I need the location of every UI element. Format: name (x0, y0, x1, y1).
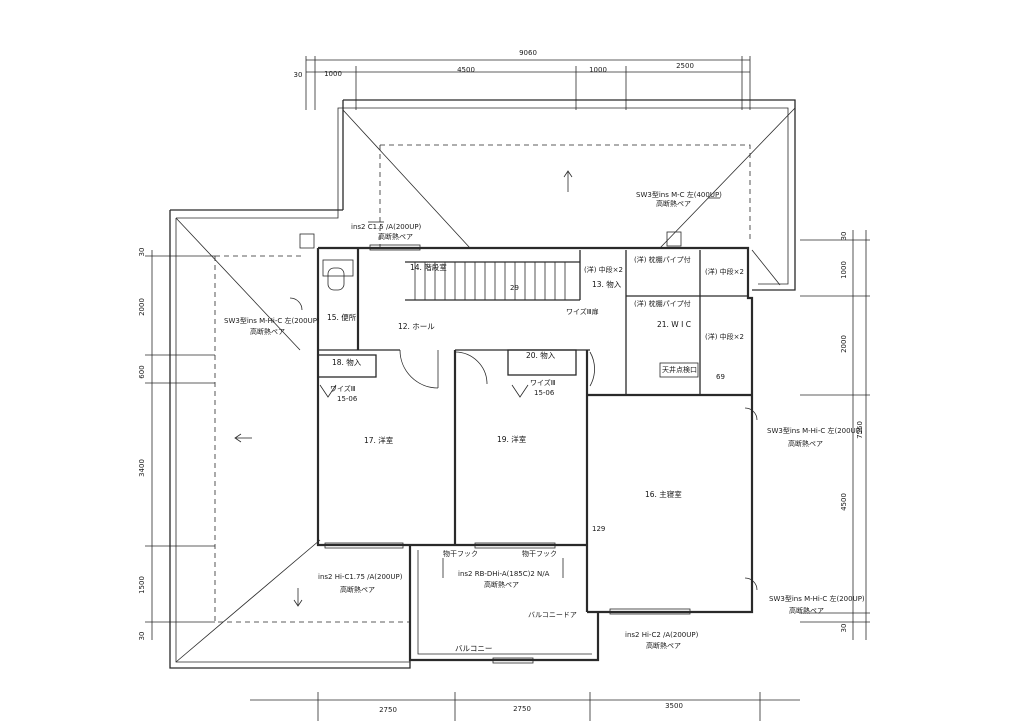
window-bottom-left-sub: 高断熱ペア (340, 585, 375, 594)
dim-top-offset: 30 (294, 71, 303, 79)
wise-door-top: ワイズⅢ扉 (566, 307, 599, 316)
dim-left-6: 30 (138, 632, 146, 641)
window-bottom-mid: ins2 RB-DHi-A(185C)2 N/A (458, 570, 550, 578)
mid-shelf-2: (洋) 中段×2 (705, 267, 744, 276)
room-balcony: バルコニー (455, 644, 492, 653)
dim-right-2: 1000 (840, 261, 848, 279)
dim-top-seg-4: 2500 (676, 62, 694, 70)
wise-door-b-code: 15-06 (534, 389, 555, 397)
roof-arrows (234, 170, 720, 607)
window-right: SW3型ins M-Hi-C 左(200UP) (767, 426, 863, 435)
room-master: 16. 主寝室 (645, 489, 682, 499)
dim-top-total: 9060 (519, 49, 537, 57)
dim-left-4: 3400 (138, 459, 146, 477)
window-right-sub: 高断熱ペア (788, 439, 823, 448)
hook-1: 物干フック (443, 549, 478, 558)
dim-bottom-2: 2750 (513, 705, 531, 713)
window-bottom-right-sub: 高断熱ペア (789, 606, 824, 615)
room-wic: 21. W I C (657, 320, 691, 329)
dim-left-3: 600 (138, 365, 146, 378)
left-dimensions: 30 2000 600 3400 1500 30 (138, 248, 215, 641)
window-left: SW3型ins M-Hi-C 左(200UP) (224, 316, 320, 325)
window-bottom-left: ins2 Hi-C1.75 /A(200UP) (318, 573, 403, 581)
stair-treads (414, 262, 566, 300)
roof-outline (169, 99, 796, 669)
dim-top-seg-3: 1000 (589, 66, 607, 74)
dim-left-2: 2000 (138, 298, 146, 316)
dim-bottom-1: 2750 (379, 706, 397, 714)
ceiling-hatch: 天井点検口 (662, 365, 697, 374)
window-roof-top: SW3型ins M-C 左(400UP) (636, 190, 722, 199)
dim-left-1: 30 (138, 248, 146, 257)
top-dimensions: 9060 30 1000 4500 1000 2500 (294, 49, 751, 110)
room-toilet: 15. 便所 (327, 312, 357, 322)
num-129: 129 (592, 525, 605, 533)
hook-2: 物干フック (522, 549, 557, 558)
window-markers (299, 231, 691, 664)
room-storage-20: 20. 物入 (526, 350, 556, 360)
dim-left-5: 1500 (138, 576, 146, 594)
window-top-left: ins2 C1.5 /A(200UP) (351, 223, 422, 231)
dim-top-seg-2: 4500 (457, 66, 475, 74)
room-storage-18: 18. 物入 (332, 357, 362, 367)
walls (316, 246, 754, 662)
window-left-sub: 高断熱ペア (250, 327, 285, 336)
shelf-pipe-1: (洋) 枕棚パイプ付 (634, 255, 691, 264)
room-stairs: 14. 階段室 (410, 262, 447, 272)
window-bottom-right: SW3型ins M-Hi-C 左(200UP) (769, 594, 865, 603)
room-19: 19. 洋室 (497, 434, 527, 444)
mid-shelf-1: (洋) 中段×2 (584, 265, 623, 274)
room-storage-13: 13. 物入 (592, 279, 622, 289)
right-dimensions: 30 1000 2000 7560 4500 30 (800, 230, 870, 640)
dim-bottom-3: 3500 (665, 702, 683, 710)
window-bottom-center-sub: 高断熱ペア (646, 641, 681, 650)
stair-num: 29 (510, 284, 519, 292)
dim-right-5: 4500 (840, 493, 848, 511)
wise-door-b: ワイズⅢ (530, 378, 556, 387)
room-17: 17. 洋室 (364, 435, 394, 445)
mid-shelf-3: (洋) 中段×2 (705, 332, 744, 341)
balcony-door: バルコニードア (528, 611, 577, 619)
dim-top-seg-1: 1000 (324, 70, 342, 78)
dim-right-1: 30 (840, 232, 848, 241)
room-hall: 12. ホール (398, 322, 435, 331)
bottom-dimensions: 2750 2750 3500 (250, 692, 800, 721)
window-top-left-sub: 高断熱ペア (378, 232, 413, 241)
door-swings (289, 297, 758, 591)
dim-right-3: 2000 (840, 335, 848, 353)
window-roof-top-sub: 高断熱ペア (656, 199, 691, 208)
shelf-pipe-2: (洋) 枕棚パイプ付 (634, 299, 691, 308)
dim-right-6: 30 (840, 624, 848, 633)
wise-door-a: ワイズⅢ (330, 384, 356, 393)
wise-door-a-code: 15-06 (337, 395, 358, 403)
window-bottom-mid-sub: 高断熱ペア (484, 580, 519, 589)
num-69: 69 (716, 373, 725, 381)
window-bottom-center: ins2 Hi-C2 /A(200UP) (625, 631, 699, 639)
dim-right-4: 7560 (856, 421, 864, 439)
